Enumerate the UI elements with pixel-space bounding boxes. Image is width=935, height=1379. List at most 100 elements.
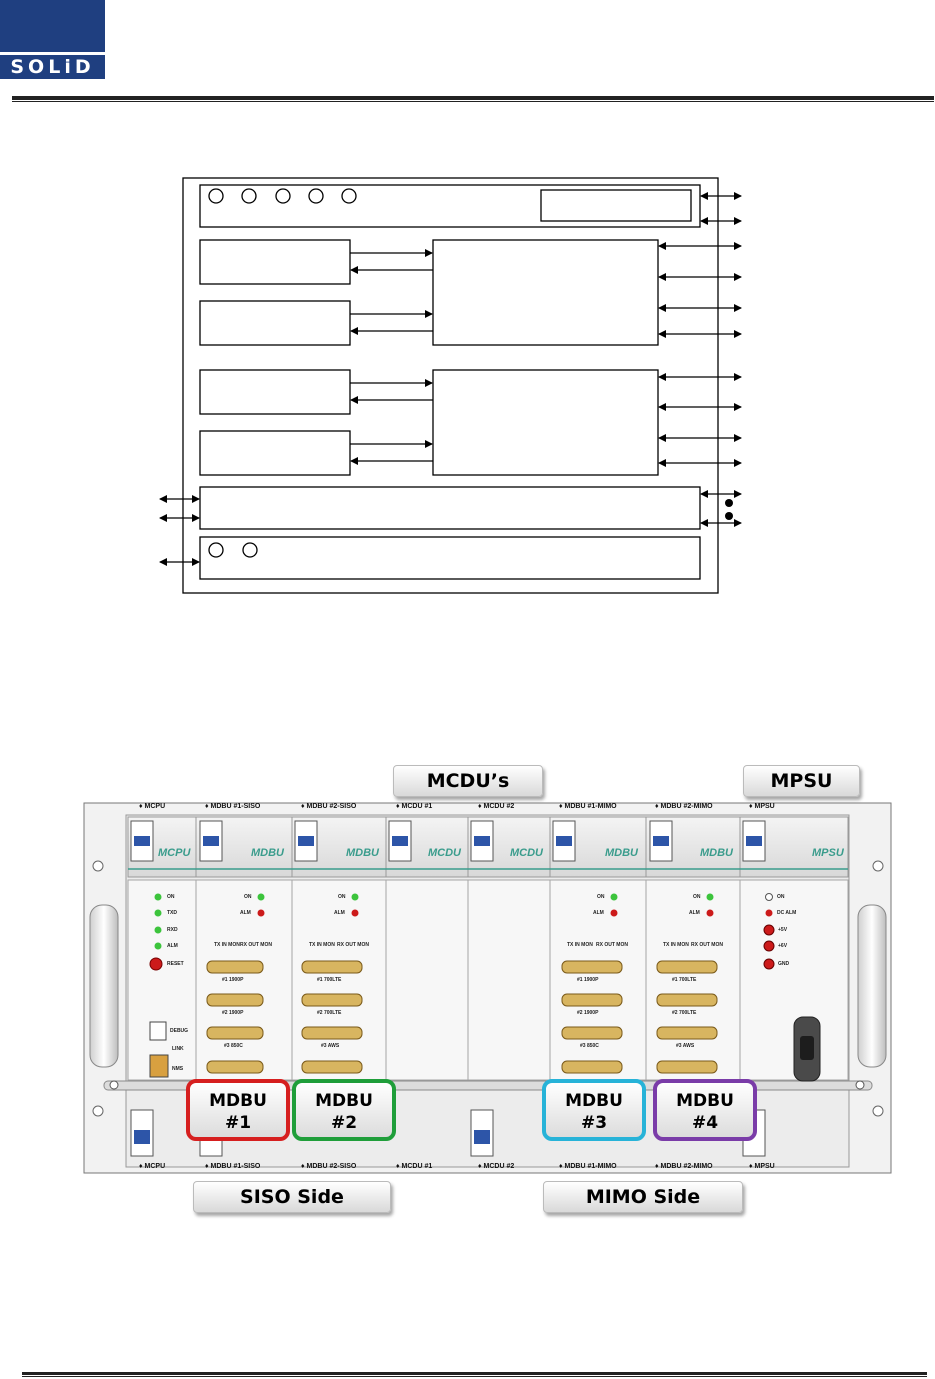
mdbu-2-badge: MDBU #2	[292, 1079, 396, 1141]
sub-block-4	[199, 430, 351, 476]
module-name: MCDU	[428, 847, 461, 859]
band-label: #2 1900P	[222, 1010, 244, 1016]
top-panel-block	[199, 184, 701, 228]
slot-label-bottom: ♦ MDBU #1-MIMO	[559, 1163, 617, 1170]
mon-label: TX IN MON	[663, 942, 689, 948]
status-label: ON	[693, 894, 701, 900]
status-label: ALM	[334, 910, 345, 916]
footer-rule-thin	[22, 1376, 927, 1377]
band-label: #2 700LTE	[672, 1010, 697, 1016]
logo-text: SOLiD	[0, 55, 105, 79]
status-label: ON	[597, 894, 605, 900]
led-label: ALM	[167, 943, 178, 949]
module-name: MPSU	[812, 847, 844, 859]
bus-block	[199, 486, 701, 530]
band-label: #3 850C	[580, 1043, 599, 1049]
port-label: LINK	[172, 1046, 184, 1052]
mpsu-led-label: GND	[778, 961, 790, 967]
badge-line2: #1	[224, 1113, 252, 1133]
siso-side-callout: SISO Side	[193, 1181, 391, 1213]
logo-band	[0, 52, 105, 55]
mpsu-led-label: ON	[777, 894, 785, 900]
module-name: MCDU	[510, 847, 543, 859]
module-name: MDBU	[251, 847, 284, 859]
slot-label-top: ♦ MDBU #2-MIMO	[655, 803, 713, 810]
mon-label: RX OUT MON	[337, 942, 369, 948]
slot-label-top: ♦ MDBU #2-SISO	[301, 803, 357, 810]
badge-line1: MDBU	[315, 1091, 373, 1111]
mpsu-callout: MPSU	[743, 765, 860, 797]
band-label: #1 700LTE	[672, 977, 697, 983]
badge-line1: MDBU	[209, 1091, 267, 1111]
module-name: MDBU	[700, 847, 733, 859]
footer-rule	[22, 1372, 927, 1375]
band-label: #1 1900P	[577, 977, 599, 983]
led-label: TXD	[167, 910, 177, 916]
module-name: MCPU	[158, 847, 191, 859]
mon-label: RX OUT MON	[691, 942, 723, 948]
sub-block-1	[199, 239, 351, 285]
slot-label-bottom: ♦ MDBU #2-SISO	[301, 1163, 357, 1170]
sub-block-2	[199, 300, 351, 346]
status-label: ALM	[593, 910, 604, 916]
solid-logo: SOLiD	[0, 0, 105, 79]
mdbu-1-badge: MDBU #1	[186, 1079, 290, 1141]
shelf-outline	[182, 177, 719, 594]
module-name: MDBU	[605, 847, 638, 859]
slot-label-top: ♦ MPSU	[749, 803, 775, 810]
power-block	[199, 536, 701, 580]
badge-line2: #2	[330, 1113, 358, 1133]
mon-label: RX OUT MON	[596, 942, 628, 948]
display-block	[540, 189, 692, 222]
band-label: #3 AWS	[676, 1043, 695, 1049]
mcdu-callout: MCDU’s	[393, 765, 543, 797]
sub-block-3	[199, 369, 351, 415]
mdbu-3-badge: MDBU #3	[542, 1079, 646, 1141]
badge-line2: #3	[580, 1113, 608, 1133]
header-rule-thin	[12, 101, 934, 102]
reset-label: RESET	[167, 961, 184, 967]
slot-label-top: ♦ MCDU #1	[396, 803, 433, 810]
header-rule	[12, 96, 934, 100]
badge-line2: #4	[691, 1113, 719, 1133]
band-label: #2 1900P	[577, 1010, 599, 1016]
slot-label-top: ♦ MCDU #2	[478, 803, 515, 810]
combiner-block-2	[432, 369, 659, 476]
slot-label-top: ♦ MCPU	[139, 803, 166, 810]
led-label: ON	[167, 894, 175, 900]
status-label: ON	[338, 894, 346, 900]
slot-label-bottom: ♦ MCDU #1	[396, 1163, 433, 1170]
mimo-side-callout: MIMO Side	[543, 1181, 743, 1213]
slot-label-bottom: ♦ MPSU	[749, 1163, 775, 1170]
slot-label-bottom: ♦ MDBU #1-SISO	[205, 1163, 261, 1170]
band-label: #1 1900P	[222, 977, 244, 983]
slot-label-top: ♦ MDBU #1-SISO	[205, 803, 261, 810]
status-label: ON	[244, 894, 252, 900]
band-label: #3 850C	[224, 1043, 243, 1049]
port-label: DEBUG	[170, 1028, 189, 1034]
mdbu-4-badge: MDBU #4	[653, 1079, 757, 1141]
badge-line1: MDBU	[565, 1091, 623, 1111]
port-label: NMS	[172, 1066, 184, 1072]
badge-line1: MDBU	[676, 1091, 734, 1111]
band-label: #1 700LTE	[317, 977, 342, 983]
mon-label: RX OUT MON	[240, 942, 272, 948]
slot-label-bottom: ♦ MCPU	[139, 1163, 166, 1170]
band-label: #3 AWS	[321, 1043, 340, 1049]
status-label: ALM	[689, 910, 700, 916]
mpsu-led-label: DC ALM	[777, 910, 797, 916]
module-name: MDBU	[346, 847, 379, 859]
mpsu-led-label: +6V	[778, 943, 788, 949]
mon-label: TX IN MON	[309, 942, 335, 948]
slot-label-bottom: ♦ MDBU #2-MIMO	[655, 1163, 713, 1170]
mpsu-led-label: +5V	[778, 927, 788, 933]
led-label: RXD	[167, 927, 178, 933]
status-label: ALM	[240, 910, 251, 916]
slot-label-top: ♦ MDBU #1-MIMO	[559, 803, 617, 810]
mon-label: TX IN MON	[567, 942, 593, 948]
mon-label: TX IN MON	[214, 942, 240, 948]
slot-label-bottom: ♦ MCDU #2	[478, 1163, 515, 1170]
combiner-block-1	[432, 239, 659, 346]
